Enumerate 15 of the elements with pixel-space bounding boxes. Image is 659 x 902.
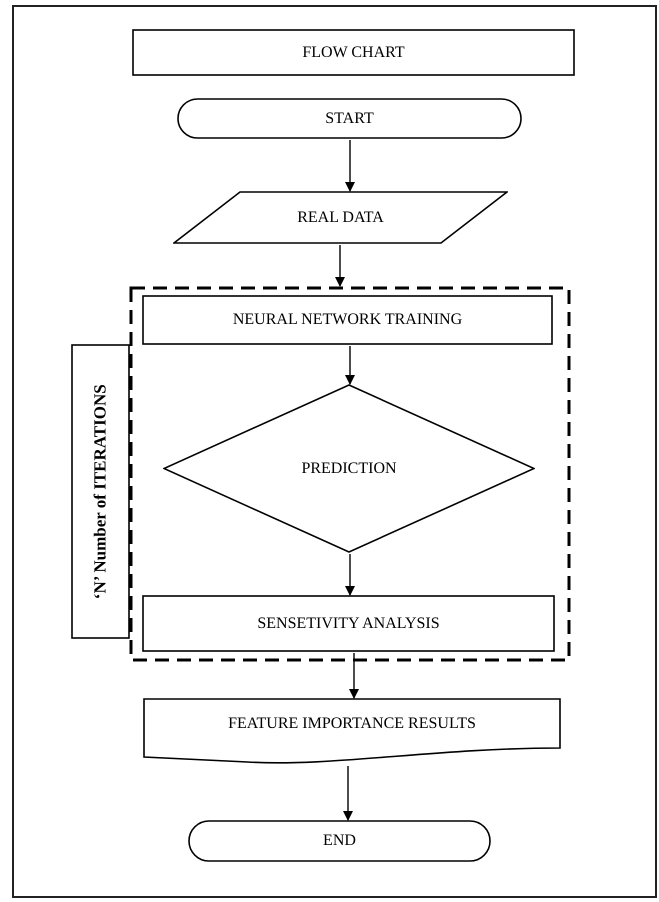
arrow — [343, 766, 353, 821]
node-label: PREDICTION — [301, 458, 397, 478]
rotated-label: ‘N’ Number of ITERATIONS — [90, 384, 111, 599]
node-label: REAL DATA — [297, 208, 384, 228]
node-label: FLOW CHART — [302, 42, 405, 62]
arrow — [345, 554, 355, 596]
node-label: FEATURE IMPORTANCE RESULTS — [228, 714, 476, 734]
node-label: END — [323, 831, 356, 851]
node-label: START — [325, 108, 374, 128]
node-label: SENSETIVITY ANALYSIS — [257, 614, 440, 634]
arrow — [335, 245, 345, 287]
arrow — [345, 346, 355, 385]
arrow — [345, 140, 355, 192]
node-label: NEURAL NETWORK TRAINING — [232, 310, 462, 330]
arrow — [349, 653, 359, 699]
